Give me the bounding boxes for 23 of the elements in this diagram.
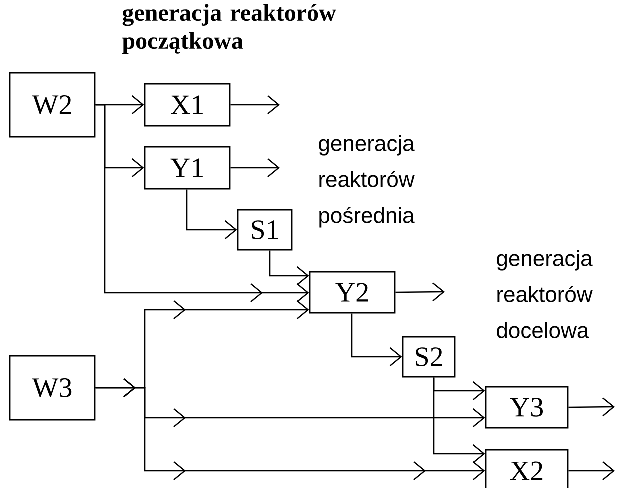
process-box: W3 [9, 355, 96, 421]
arrow [351, 314, 402, 366]
stage-label: generacja reaktorów docelowa [497, 250, 593, 338]
arrow [433, 378, 486, 464]
process-box: X1 [144, 83, 231, 127]
process-box: Y2 [309, 271, 396, 314]
arrow [568, 398, 615, 417]
process-box: S1 [237, 209, 293, 251]
arrow [186, 190, 238, 240]
process-box: S2 [402, 336, 456, 378]
arrow [96, 104, 310, 302]
arrow [230, 158, 280, 178]
process-box: Y1 [144, 146, 231, 190]
arrow [96, 378, 486, 481]
process-box: W2 [9, 72, 96, 138]
stage-label: generacja reaktorów pośrednia [319, 135, 415, 228]
arrow [269, 250, 310, 286]
stage-label: generacja reaktorów początkowa [122, 4, 336, 54]
arrow [568, 462, 615, 480]
arrow [230, 96, 280, 114]
process-box: Y3 [485, 386, 569, 429]
process-box: X2 [485, 449, 569, 488]
arrow [396, 282, 445, 302]
